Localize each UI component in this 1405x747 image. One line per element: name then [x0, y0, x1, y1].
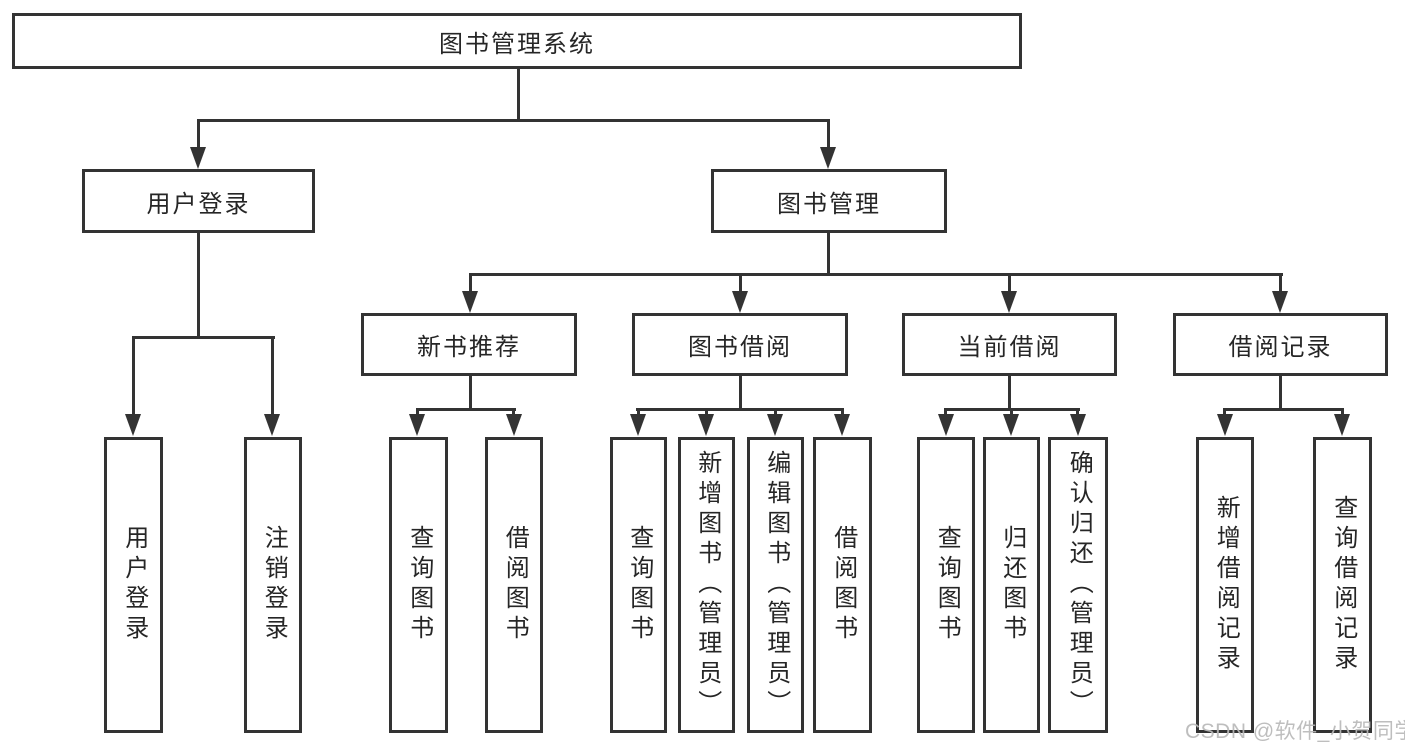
- connector-drop-user-login: [197, 119, 200, 149]
- connector-drop-cur-query: [944, 408, 947, 418]
- leaf-rec-query-book-label: 查询图书: [405, 525, 433, 645]
- arrowhead-bor-edit: [767, 414, 783, 436]
- arrowhead-book-borrow: [732, 291, 748, 313]
- leaf-log-add-record: 新增借阅记录: [1196, 437, 1254, 733]
- connector-drop-borrow-record: [1279, 273, 1282, 293]
- arrowhead-log-add: [1217, 414, 1233, 436]
- arrowhead-current-borrow: [1001, 291, 1017, 313]
- arrowhead-bor-borrow: [834, 414, 850, 436]
- connector-user-login-bus: [132, 336, 275, 339]
- node-book-mgmt-label: 图书管理: [777, 190, 881, 218]
- csdn-watermark: CSDN @软件_小贺同学: [1185, 720, 1405, 743]
- arrowhead-borrow-record: [1272, 291, 1288, 313]
- node-book-mgmt: 图书管理: [711, 169, 947, 233]
- leaf-bor-query-book: 查询图书: [610, 437, 667, 733]
- leaf-cur-confirm-return-label: 确认归还（管理员）: [1065, 450, 1093, 720]
- arrowhead-leaf-user-login: [125, 414, 141, 436]
- arrowhead-leaf-logout: [264, 414, 280, 436]
- connector-drop-bor-query: [637, 408, 640, 418]
- leaf-rec-borrow-book: 借阅图书: [485, 437, 543, 733]
- leaf-bor-edit-book: 编辑图书（管理员）: [747, 437, 804, 733]
- node-borrow-record-label: 借阅记录: [1228, 334, 1333, 361]
- leaf-bor-edit-book-label: 编辑图书（管理员）: [762, 450, 790, 720]
- arrowhead-new-book-rec: [462, 291, 478, 313]
- leaf-logout-label: 注销登录: [260, 525, 288, 645]
- connector-current-borrow-stem: [1008, 376, 1011, 411]
- connector-book-mgmt-bus: [469, 273, 1283, 276]
- node-book-borrow-label: 图书借阅: [688, 334, 792, 361]
- leaf-cur-confirm-return: 确认归还（管理员）: [1048, 437, 1108, 733]
- connector-book-borrow-stem: [739, 376, 742, 411]
- node-user-login-label: 用户登录: [146, 190, 251, 218]
- leaf-cur-query-book-label: 查询图书: [933, 525, 961, 645]
- leaf-log-query-record-label: 查询借阅记录: [1329, 495, 1357, 675]
- leaf-rec-borrow-book-label: 借阅图书: [501, 525, 529, 645]
- connector-drop-rec-borrow: [512, 408, 515, 418]
- connector-new-book-rec-stem: [469, 376, 472, 411]
- node-root-system-label: 图书管理系统: [439, 30, 595, 58]
- connector-borrow-record-stem: [1279, 376, 1282, 411]
- arrowhead-rec-query: [409, 414, 425, 436]
- arrowhead-log-query: [1334, 414, 1350, 436]
- leaf-rec-query-book: 查询图书: [389, 437, 448, 733]
- arrowhead-user-login: [190, 147, 206, 169]
- connector-root-stem: [517, 69, 520, 122]
- leaf-logout: 注销登录: [244, 437, 302, 733]
- node-new-book-rec-label: 新书推荐: [417, 334, 521, 361]
- leaf-cur-query-book: 查询图书: [917, 437, 975, 733]
- arrowhead-rec-borrow: [506, 414, 522, 436]
- arrowhead-cur-query: [938, 414, 954, 436]
- connector-drop-bor-borrow: [841, 408, 844, 418]
- node-borrow-record: 借阅记录: [1173, 313, 1388, 376]
- connector-drop-cur-confirm: [1076, 408, 1079, 418]
- connector-user-login-stem: [197, 233, 200, 339]
- node-current-borrow: 当前借阅: [902, 313, 1117, 376]
- connector-drop-new-book-rec: [469, 273, 472, 293]
- connector-drop-bor-add: [705, 408, 708, 418]
- connector-drop-log-add: [1223, 408, 1226, 418]
- connector-drop-current-borrow: [1008, 273, 1011, 293]
- leaf-user-login: 用户登录: [104, 437, 163, 733]
- node-new-book-rec: 新书推荐: [361, 313, 577, 376]
- leaf-bor-borrow-book: 借阅图书: [813, 437, 872, 733]
- connector-level1-bus: [197, 119, 830, 122]
- leaf-cur-return-book-label: 归还图书: [998, 525, 1026, 645]
- leaf-user-login-label: 用户登录: [120, 525, 148, 645]
- connector-drop-log-query: [1341, 408, 1344, 418]
- node-current-borrow-label: 当前借阅: [957, 334, 1062, 361]
- arrowhead-bor-add: [698, 414, 714, 436]
- connector-drop-rec-query: [416, 408, 419, 418]
- connector-book-mgmt-stem: [827, 233, 830, 276]
- leaf-bor-add-book: 新增图书（管理员）: [678, 437, 735, 733]
- leaf-cur-return-book: 归还图书: [983, 437, 1040, 733]
- leaf-log-query-record: 查询借阅记录: [1313, 437, 1372, 733]
- arrowhead-book-mgmt: [820, 147, 836, 169]
- connector-drop-leaf-logout: [271, 336, 274, 416]
- arrowhead-cur-return: [1003, 414, 1019, 436]
- node-book-borrow: 图书借阅: [632, 313, 848, 376]
- connector-new-book-rec-bus: [416, 408, 516, 411]
- leaf-bor-borrow-book-label: 借阅图书: [829, 525, 857, 645]
- leaf-bor-query-book-label: 查询图书: [625, 525, 653, 645]
- connector-drop-leaf-user-login: [132, 336, 135, 416]
- leaf-log-add-record-label: 新增借阅记录: [1212, 495, 1240, 675]
- connector-borrow-record-bus: [1223, 408, 1344, 411]
- connector-drop-book-borrow: [739, 273, 742, 293]
- connector-drop-cur-return: [1010, 408, 1013, 418]
- node-user-login: 用户登录: [82, 169, 315, 233]
- node-root-system: 图书管理系统: [12, 13, 1022, 69]
- arrowhead-bor-query: [630, 414, 646, 436]
- arrowhead-cur-confirm: [1070, 414, 1086, 436]
- connector-drop-bor-edit: [774, 408, 777, 418]
- connector-book-borrow-bus: [636, 408, 844, 411]
- connector-drop-book-mgmt: [827, 119, 830, 149]
- leaf-bor-add-book-label: 新增图书（管理员）: [693, 450, 721, 720]
